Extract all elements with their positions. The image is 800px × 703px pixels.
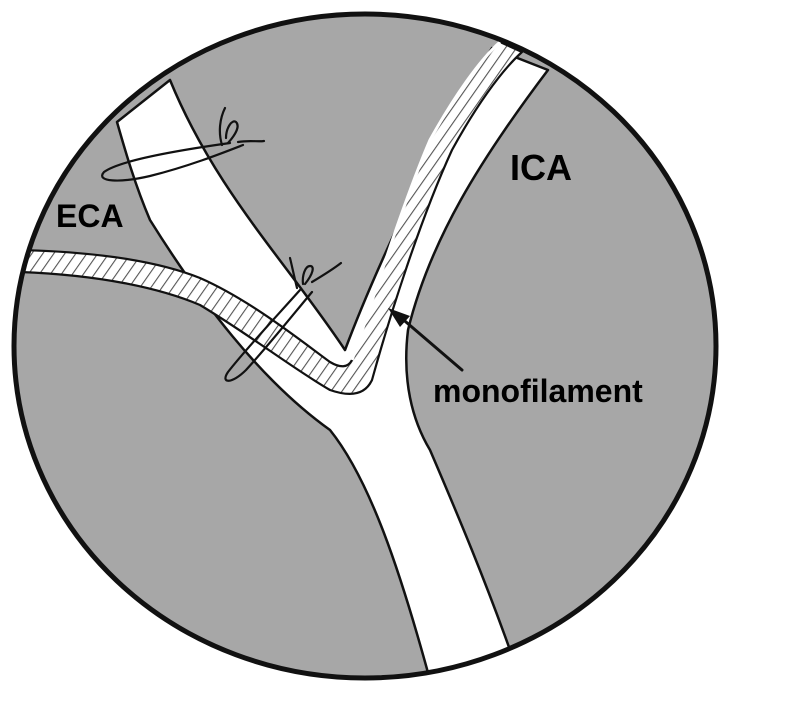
filament-inner-strip bbox=[350, 40, 502, 361]
lower-suture bbox=[224, 256, 343, 382]
eca-label: ECA bbox=[56, 198, 124, 234]
ica-label: ICA bbox=[510, 147, 572, 188]
field-outline bbox=[11, 11, 719, 681]
upper-suture bbox=[101, 106, 266, 182]
monofilament-label: monofilament bbox=[433, 373, 643, 409]
monofilament-pointer-arrow bbox=[388, 308, 464, 372]
